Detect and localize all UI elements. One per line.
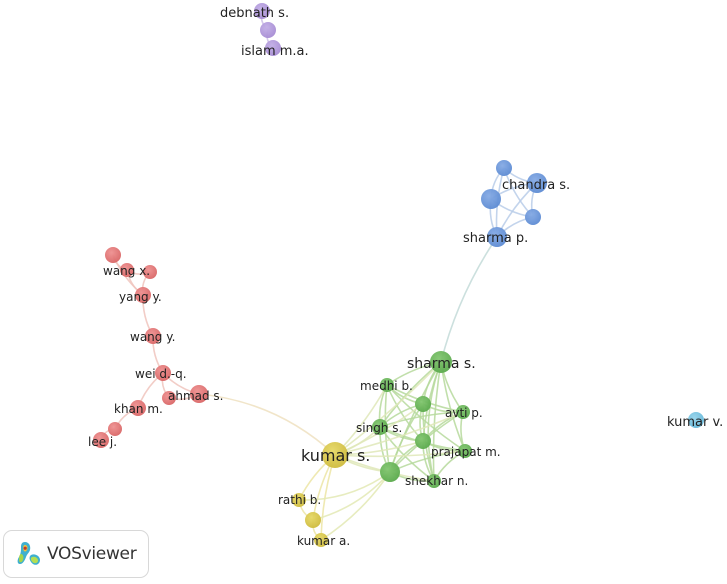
node-purple2[interactable] bbox=[260, 22, 276, 38]
node-lee[interactable] bbox=[93, 432, 109, 448]
node-label-kumar_v[interactable]: kumar v. bbox=[667, 415, 723, 430]
node-sharma_p[interactable] bbox=[487, 227, 507, 247]
edge-sharma_s-shekhar bbox=[427, 361, 442, 482]
node-islam[interactable] bbox=[265, 40, 281, 56]
node-label-sharma_s[interactable]: sharma s. bbox=[407, 356, 476, 372]
node-blue4[interactable] bbox=[525, 209, 541, 225]
node-green3[interactable] bbox=[415, 396, 431, 412]
node-label-yang_y[interactable]: yang y. bbox=[119, 290, 162, 304]
vosviewer-logo-badge[interactable]: VOSviewer bbox=[3, 530, 149, 578]
node-debnath[interactable] bbox=[254, 3, 270, 19]
node-label-sharma_p[interactable]: sharma p. bbox=[463, 231, 528, 246]
node-red1[interactable] bbox=[105, 247, 121, 263]
nodes-layer bbox=[93, 3, 704, 547]
node-label-singh[interactable]: singh s. bbox=[356, 421, 402, 435]
node-sharma_s[interactable] bbox=[430, 351, 452, 373]
node-label-shekhar[interactable]: shekhar n. bbox=[405, 474, 468, 488]
node-kumar_s[interactable] bbox=[322, 442, 348, 468]
node-label-debnath[interactable]: debnath s. bbox=[220, 6, 289, 21]
edge-kumar_s-sharma_s bbox=[334, 361, 442, 456]
node-avti[interactable] bbox=[456, 405, 470, 419]
edge-kumar_s-prajapat bbox=[334, 450, 466, 458]
node-green8[interactable] bbox=[380, 462, 400, 482]
node-label-lee[interactable]: lee j. bbox=[88, 435, 117, 449]
node-label-wang_x[interactable]: wang x. bbox=[103, 264, 150, 278]
vosviewer-logo-icon bbox=[17, 542, 40, 565]
node-singh[interactable] bbox=[372, 419, 388, 435]
node-kumar_v[interactable] bbox=[688, 412, 704, 428]
node-label-wang_y[interactable]: wang y. bbox=[130, 330, 175, 344]
edge-sharma_p-sharma_s bbox=[440, 236, 498, 363]
node-chandra[interactable] bbox=[527, 173, 547, 193]
node-kumar_a[interactable] bbox=[314, 533, 328, 547]
edge-sharma_s-shekhar bbox=[432, 361, 442, 482]
node-label-wei[interactable]: wei d.-q. bbox=[135, 367, 187, 381]
node-label-medhi[interactable]: medhi b. bbox=[360, 379, 413, 393]
node-yang_y[interactable] bbox=[135, 287, 151, 303]
node-prajapat[interactable] bbox=[458, 444, 472, 458]
node-yellow3[interactable] bbox=[305, 512, 321, 528]
node-red10[interactable] bbox=[108, 422, 122, 436]
node-label-ahmad[interactable]: ahmad s. bbox=[168, 389, 224, 403]
node-label-avti[interactable]: avti p. bbox=[445, 406, 483, 420]
node-label-kumar_a[interactable]: kumar a. bbox=[297, 534, 350, 548]
edge-ahmad-kumar_s bbox=[198, 393, 336, 456]
node-wang_y[interactable] bbox=[145, 328, 161, 344]
labels-layer: debnath s. islam m.a. chandra s. sharma p. w… bbox=[88, 6, 723, 548]
edge-avti-singh bbox=[379, 411, 464, 428]
node-green6[interactable] bbox=[415, 433, 431, 449]
edge-kumar_s-avti bbox=[334, 411, 464, 456]
node-label-chandra[interactable]: chandra s. bbox=[502, 178, 570, 193]
node-ahmad[interactable] bbox=[190, 385, 208, 403]
vosviewer-logo-text: VOSviewer bbox=[47, 544, 137, 564]
node-label-prajapat[interactable]: prajapat m. bbox=[431, 445, 501, 459]
node-label-islam[interactable]: islam m.a. bbox=[241, 44, 309, 59]
node-shekhar[interactable] bbox=[427, 474, 441, 488]
node-medhi[interactable] bbox=[380, 378, 394, 392]
node-khan[interactable] bbox=[130, 400, 146, 416]
node-label-rathi[interactable]: rathi b. bbox=[278, 493, 321, 507]
node-wei[interactable] bbox=[155, 365, 171, 381]
node-wang_x[interactable] bbox=[120, 263, 134, 277]
node-blue1[interactable] bbox=[496, 160, 512, 176]
node-red8[interactable] bbox=[162, 391, 176, 405]
node-label-khan[interactable]: khan m. bbox=[114, 402, 163, 416]
node-red3[interactable] bbox=[143, 265, 157, 279]
node-rathi[interactable] bbox=[292, 493, 306, 507]
node-blue3[interactable] bbox=[481, 189, 501, 209]
node-label-kumar_s[interactable]: kumar s. bbox=[301, 446, 370, 465]
